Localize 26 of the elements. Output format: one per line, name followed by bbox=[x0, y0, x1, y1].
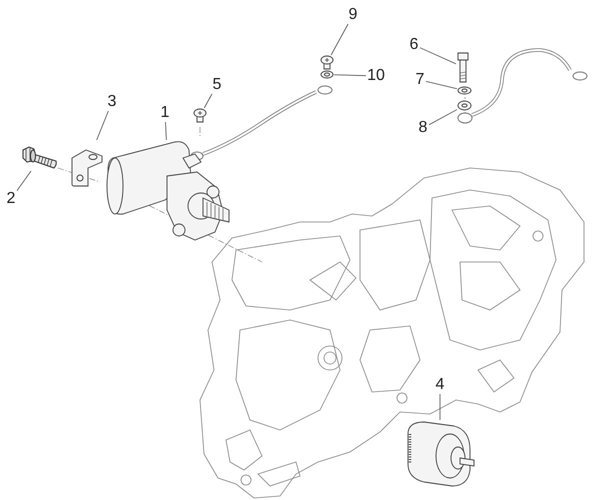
screw-drawing bbox=[320, 55, 334, 70]
leader-line bbox=[96, 110, 109, 140]
washer-drawing bbox=[457, 100, 472, 111]
bolt-drawing bbox=[22, 146, 58, 171]
leader-line bbox=[420, 47, 456, 64]
callout-number: 9 bbox=[347, 6, 359, 24]
callout-number: 3 bbox=[106, 93, 118, 111]
washer-drawing bbox=[457, 86, 472, 95]
leader-line bbox=[204, 94, 212, 108]
screw-drawing bbox=[193, 108, 207, 123]
callout-number: 2 bbox=[5, 190, 17, 208]
callout-number: 7 bbox=[414, 71, 426, 89]
callout-number: 4 bbox=[434, 376, 446, 394]
leader-line bbox=[16, 170, 32, 192]
callout-number: 1 bbox=[159, 104, 171, 122]
washer-drawing bbox=[320, 70, 334, 79]
bolt-drawing bbox=[456, 51, 470, 83]
callout-number: 8 bbox=[417, 119, 429, 137]
leader-line bbox=[165, 122, 167, 140]
callout-number: 10 bbox=[366, 67, 386, 85]
callout-number: 5 bbox=[211, 76, 223, 94]
leader-line bbox=[426, 81, 458, 90]
leader-line bbox=[428, 109, 458, 126]
leader-line bbox=[334, 74, 366, 76]
callout-number: 6 bbox=[408, 36, 420, 54]
leader-line bbox=[330, 24, 348, 56]
